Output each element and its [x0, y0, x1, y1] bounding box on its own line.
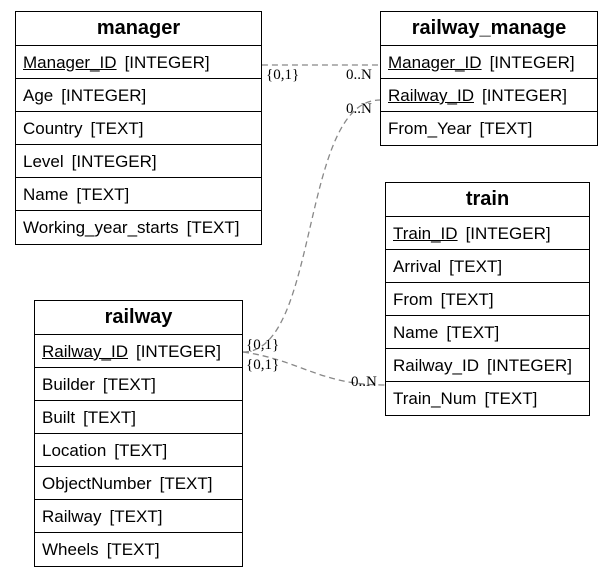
- column-row: Railway[TEXT]: [35, 500, 242, 533]
- column-row: Train_ID[INTEGER]: [386, 217, 589, 250]
- card-manager-from: {0,1}: [266, 67, 299, 83]
- column-row: Name[TEXT]: [16, 178, 261, 211]
- column-row: Wheels[TEXT]: [42, 540, 160, 559]
- entity-title: manager: [16, 12, 261, 46]
- column-row: Railway_ID[INTEGER]: [381, 79, 597, 112]
- entity-railway: railway Railway_ID[INTEGER] Builder[TEXT…: [34, 300, 243, 567]
- column-row: Age[INTEGER]: [16, 79, 261, 112]
- card-railway-train-from: {0,1}: [246, 357, 279, 373]
- entity-railway-manage: railway_manage Manager_ID[INTEGER] Railw…: [380, 11, 598, 146]
- column-row: Country[TEXT]: [16, 112, 261, 145]
- column-row: From_Year[TEXT]: [388, 119, 533, 138]
- link-railway-train: [242, 351, 386, 386]
- column-row: Manager_ID[INTEGER]: [381, 46, 597, 79]
- entity-train: train Train_ID[INTEGER] Arrival[TEXT] Fr…: [385, 182, 590, 416]
- column-row: Builder[TEXT]: [35, 368, 242, 401]
- column-row: Location[TEXT]: [35, 434, 242, 467]
- entity-title: railway: [35, 301, 242, 335]
- entity-manager: manager Manager_ID[INTEGER] Age[INTEGER]…: [15, 11, 262, 245]
- column-row: Railway_ID[INTEGER]: [35, 335, 242, 368]
- card-railway-train-to: 0..N: [351, 374, 377, 390]
- card-railway-manage-to: 0..N: [346, 101, 372, 117]
- column-row: Working_year_starts[TEXT]: [23, 218, 240, 237]
- column-row: Manager_ID[INTEGER]: [16, 46, 261, 79]
- card-railway-manage-from: {0,1}: [246, 337, 279, 353]
- link-railway-railway-manage: [242, 99, 381, 353]
- column-row: Train_Num[TEXT]: [393, 389, 538, 408]
- card-manager-to: 0..N: [346, 67, 372, 83]
- column-row: Arrival[TEXT]: [386, 250, 589, 283]
- column-row: Built[TEXT]: [35, 401, 242, 434]
- entity-title: train: [386, 183, 589, 217]
- entity-title: railway_manage: [381, 12, 597, 46]
- column-row: Level[INTEGER]: [16, 145, 261, 178]
- column-row: Name[TEXT]: [386, 316, 589, 349]
- column-row: ObjectNumber[TEXT]: [35, 467, 242, 500]
- column-row: From[TEXT]: [386, 283, 589, 316]
- column-row: Railway_ID[INTEGER]: [386, 349, 589, 382]
